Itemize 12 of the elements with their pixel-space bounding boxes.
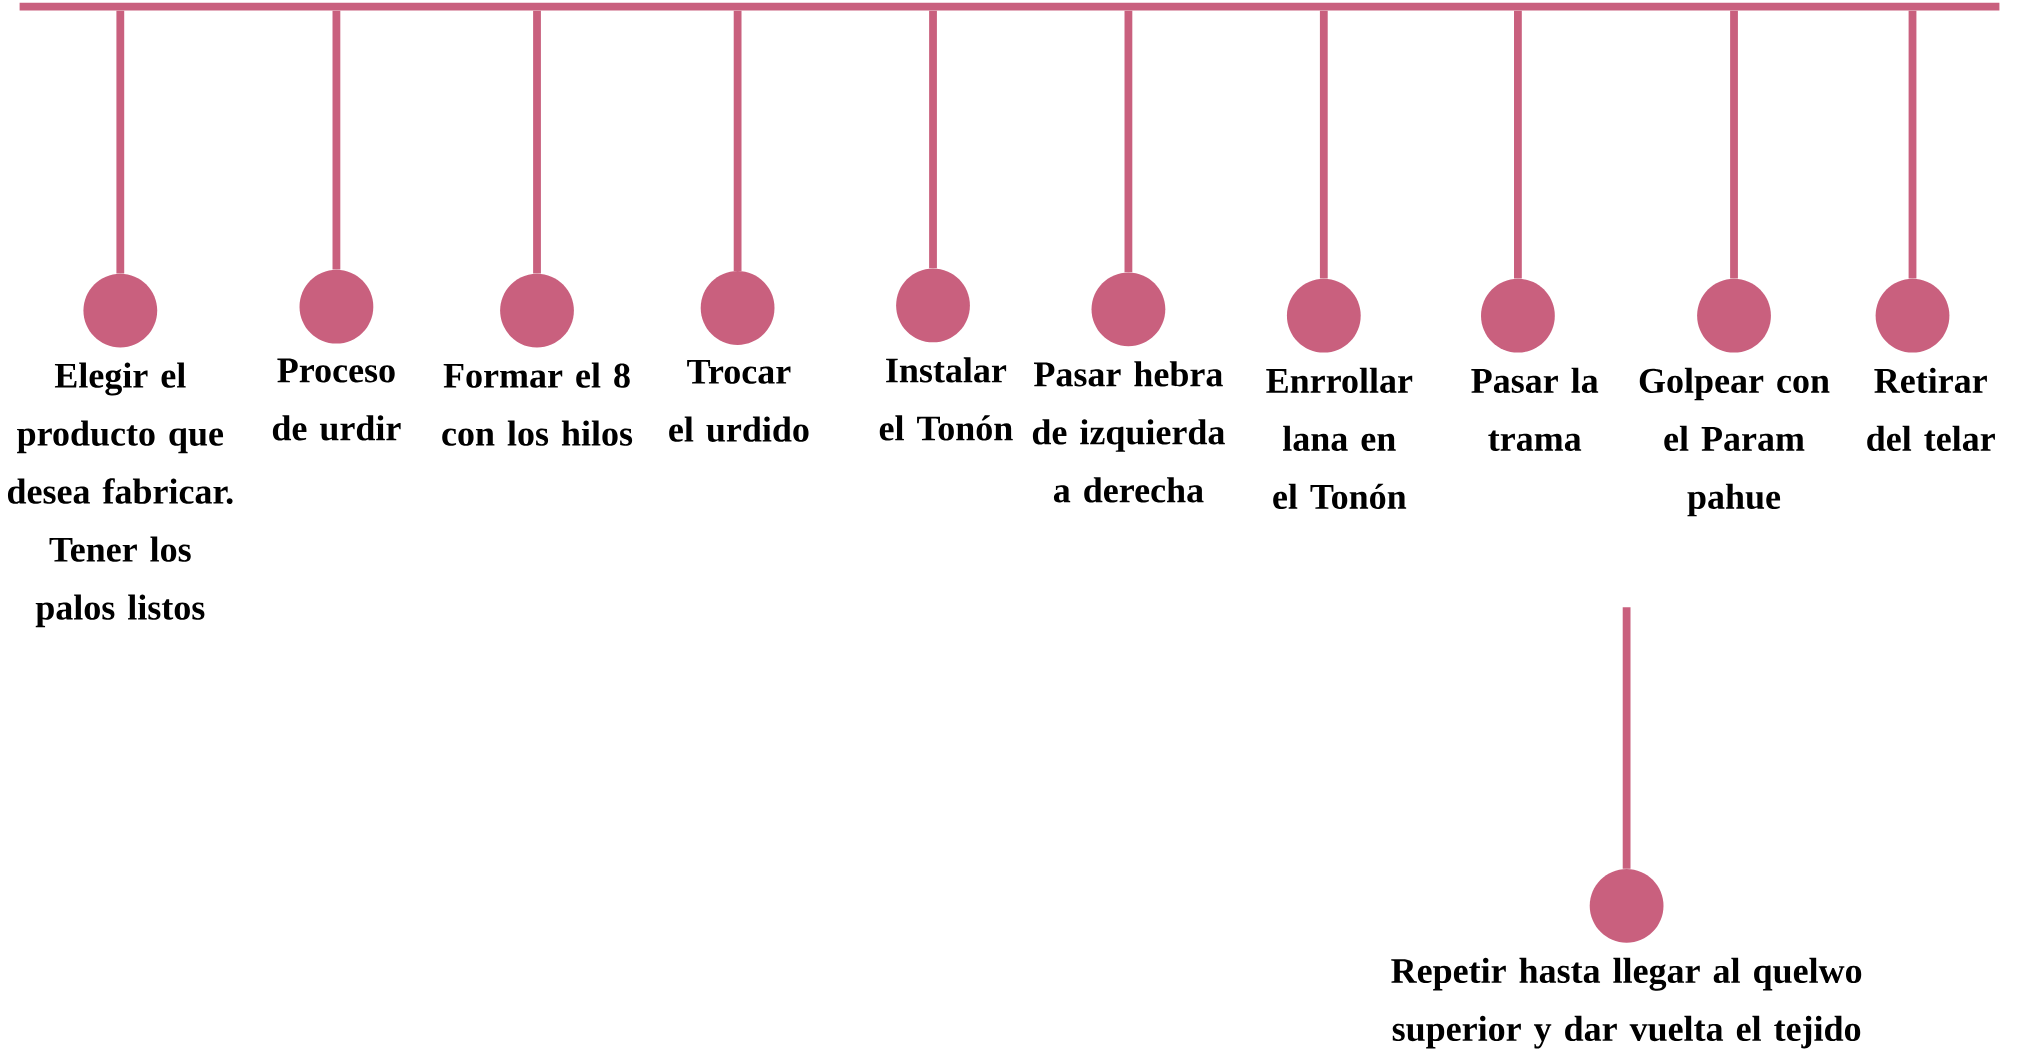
step-label: Pasar la trama <box>1471 367 1599 451</box>
step-label: Formar el 8 con los hilos <box>442 362 633 446</box>
step-label: Repetir hasta llegar al quelwo superior y dar vuelta el tejido <box>1391 957 1862 1049</box>
step-label: Golpear con el Param pahue <box>1639 367 1830 517</box>
step-label: Elegir el producto que desea fabricar. Tener los palos listos <box>7 362 233 628</box>
step-label: Proceso de urdir <box>272 358 401 441</box>
step-label: Retirar del telar <box>1867 367 1995 451</box>
step-label: Enrrollar lana en el Tonón <box>1266 367 1413 509</box>
timeline-bar <box>19 2 2000 11</box>
step-label: Instalar el Tonón <box>879 357 1013 441</box>
step-label: Pasar hebra de izquierda a derecha <box>1032 361 1225 503</box>
step-label: Trocar el urdido <box>669 359 809 442</box>
